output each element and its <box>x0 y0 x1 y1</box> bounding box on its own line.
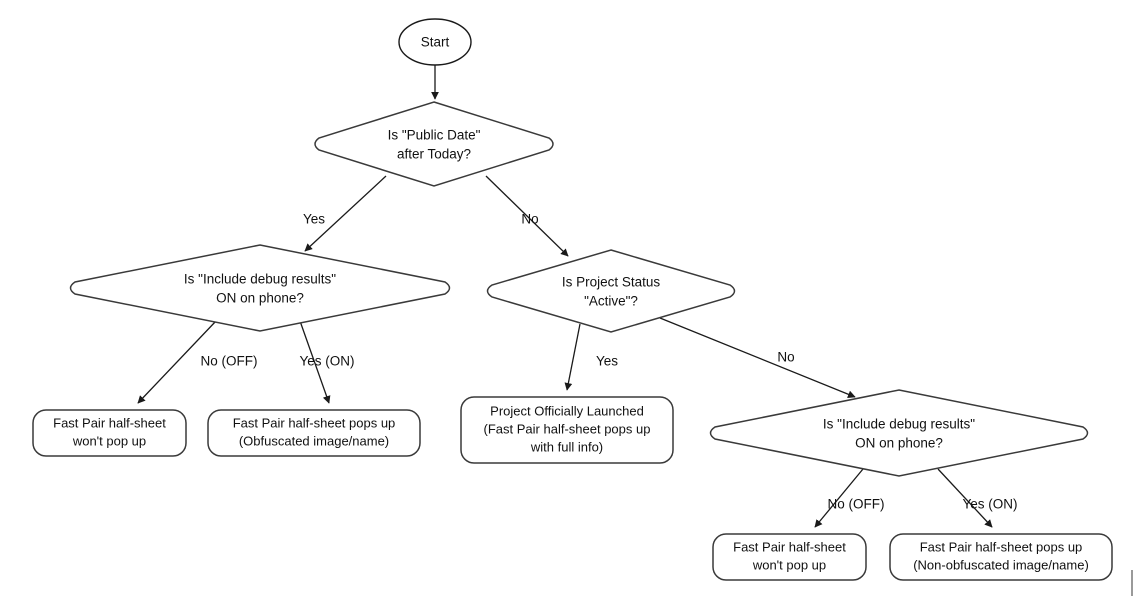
node-start[interactable]: Start <box>398 18 472 66</box>
node-obfuscated-popup[interactable]: Fast Pair half-sheet pops up (Obfuscated… <box>207 409 421 457</box>
obfuscated-popup-line2: (Obfuscated image/name) <box>239 433 389 448</box>
non-obfuscated-popup-line2: (Non-obfuscated image/name) <box>913 557 1089 572</box>
edge-project-status-no <box>659 317 856 398</box>
node-no-popup-left[interactable]: Fast Pair half-sheet won't pop up <box>32 409 187 457</box>
edges-layer <box>137 65 993 528</box>
debug-left-label-line1: Is "Include debug results" <box>184 272 336 287</box>
debug-left-diamond <box>69 244 451 332</box>
edge-debug-left-on <box>299 320 331 404</box>
page-edge-marker <box>1131 570 1133 596</box>
edge-project-status-yes <box>564 323 581 391</box>
start-ellipse <box>398 18 472 66</box>
public-date-label-line1: Is "Public Date" <box>388 128 481 143</box>
debug-right-diamond <box>709 389 1089 477</box>
project-status-label-line1: Is Project Status <box>562 275 661 290</box>
project-status-label-line2: "Active"? <box>584 294 638 309</box>
edge-label-debug-left-off: No (OFF) <box>201 354 258 369</box>
edge-debug-right-on <box>937 468 993 528</box>
no-popup-right-line1: Fast Pair half-sheet <box>733 539 846 554</box>
non-obfuscated-popup-line1: Fast Pair half-sheet pops up <box>920 539 1083 554</box>
non-obfuscated-popup-box <box>889 533 1113 581</box>
no-popup-left-line2: won't pop up <box>72 433 146 448</box>
edge-label-public-date-no: No <box>521 212 538 227</box>
officially-launched-box <box>460 396 674 464</box>
edge-label-debug-right-off: No (OFF) <box>828 497 885 512</box>
node-debug-left-decision[interactable]: Is "Include debug results" ON on phone? <box>69 244 451 332</box>
public-date-label-line2: after Today? <box>397 147 471 162</box>
debug-left-label-line2: ON on phone? <box>216 291 304 306</box>
debug-right-label-line1: Is "Include debug results" <box>823 417 975 432</box>
start-label: Start <box>421 35 450 50</box>
node-non-obfuscated-popup[interactable]: Fast Pair half-sheet pops up (Non-obfusc… <box>889 533 1113 581</box>
no-popup-right-line2: won't pop up <box>752 557 826 572</box>
officially-launched-line3: with full info) <box>530 439 603 454</box>
obfuscated-popup-line1: Fast Pair half-sheet pops up <box>233 415 396 430</box>
officially-launched-line1: Project Officially Launched <box>490 403 644 418</box>
edge-label-project-status-no: No <box>777 350 794 365</box>
public-date-diamond <box>314 101 554 187</box>
node-project-status-decision[interactable]: Is Project Status "Active"? <box>486 249 736 333</box>
officially-launched-line2: (Fast Pair half-sheet pops up <box>484 421 651 436</box>
node-debug-right-decision[interactable]: Is "Include debug results" ON on phone? <box>709 389 1089 477</box>
edge-label-project-status-yes: Yes <box>596 354 618 369</box>
project-status-diamond <box>486 249 736 333</box>
edge-label-public-date-yes: Yes <box>303 212 325 227</box>
edge-label-debug-right-on: Yes (ON) <box>962 497 1017 512</box>
obfuscated-popup-box <box>207 409 421 457</box>
edge-labels-layer: Yes No No (OFF) Yes (ON) Yes No No (OFF)… <box>201 212 1018 512</box>
no-popup-left-line1: Fast Pair half-sheet <box>53 415 166 430</box>
node-officially-launched[interactable]: Project Officially Launched (Fast Pair h… <box>460 396 674 464</box>
edge-public-date-no <box>485 175 569 257</box>
node-no-popup-right[interactable]: Fast Pair half-sheet won't pop up <box>712 533 867 581</box>
edge-public-date-yes <box>304 175 387 252</box>
edge-debug-right-off <box>814 468 864 528</box>
node-public-date-decision[interactable]: Is "Public Date" after Today? <box>314 101 554 187</box>
edge-label-debug-left-on: Yes (ON) <box>299 354 354 369</box>
edge-debug-left-off <box>137 320 217 404</box>
no-popup-left-box <box>32 409 187 457</box>
no-popup-right-box <box>712 533 867 581</box>
debug-right-label-line2: ON on phone? <box>855 436 943 451</box>
